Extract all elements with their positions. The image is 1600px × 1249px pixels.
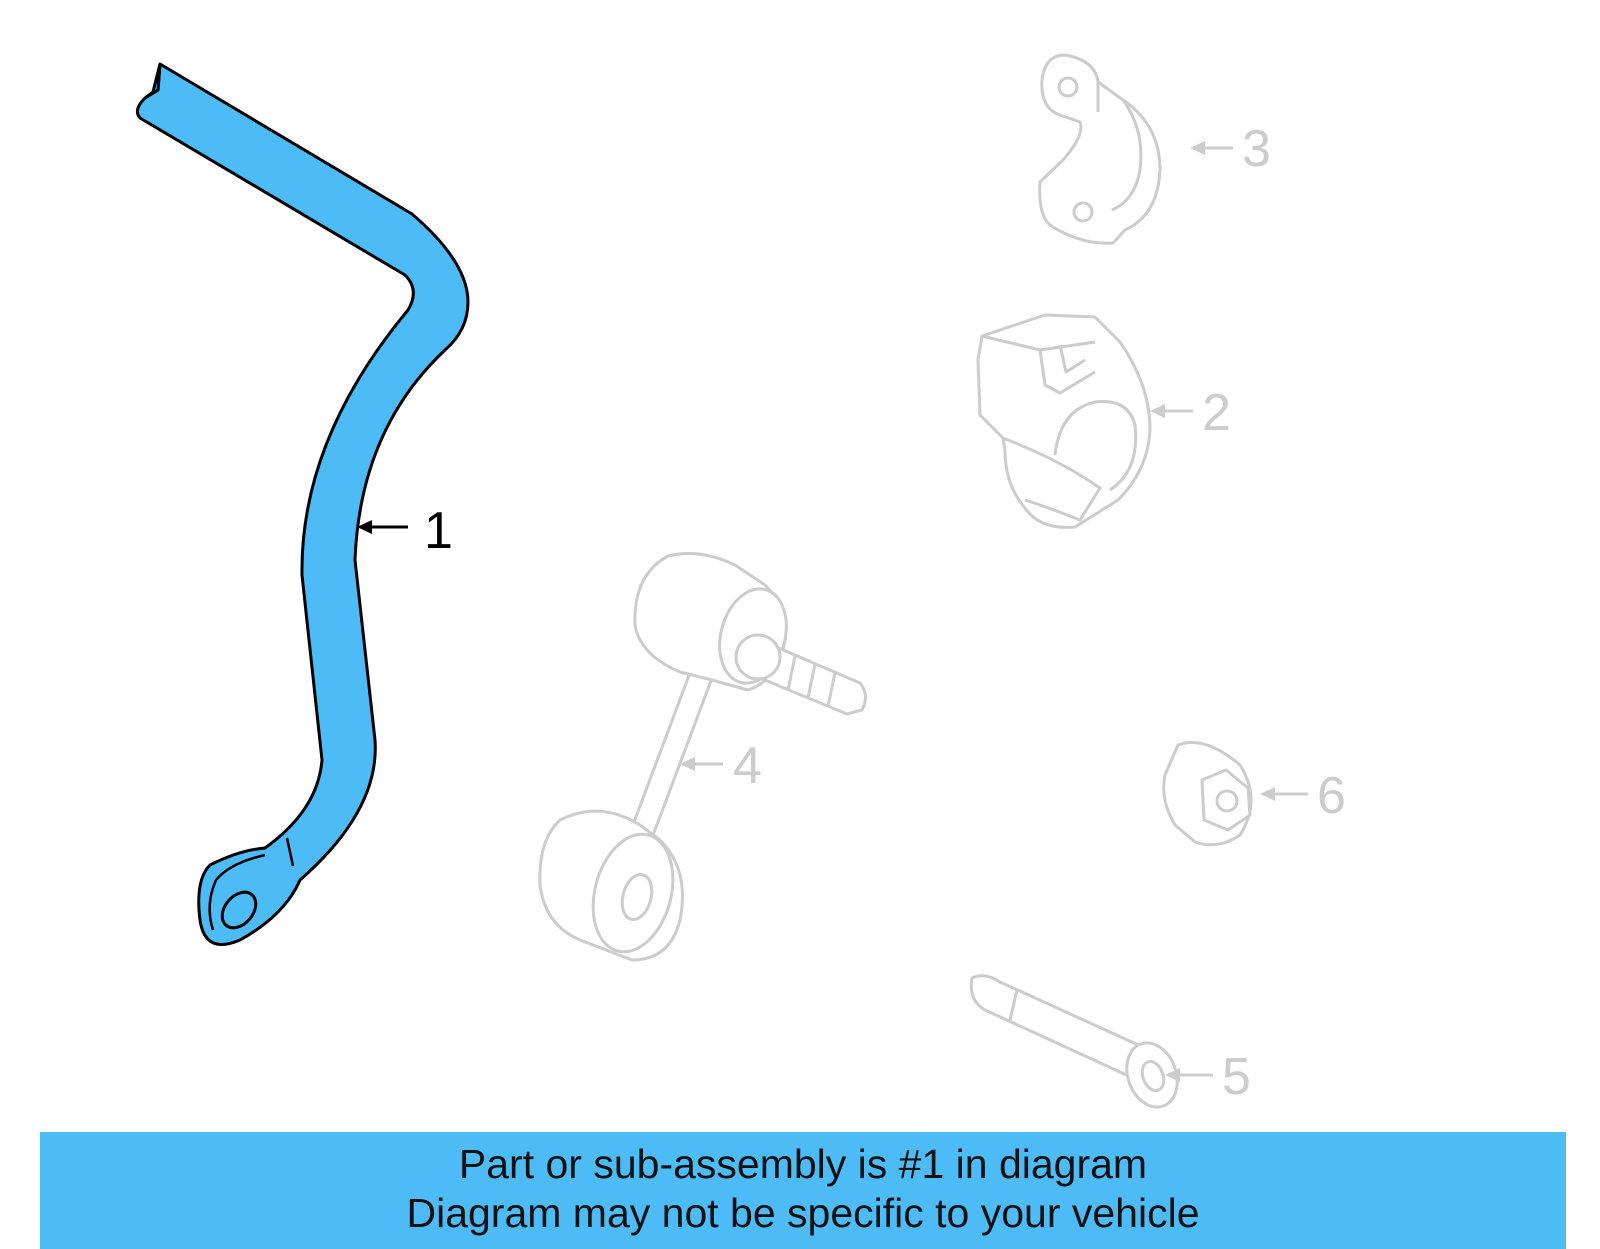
stabilizer-bar-body [135, 62, 470, 946]
bushing-body [976, 313, 1152, 529]
stabilizer-bar-mark [285, 837, 295, 867]
leader-arrow-5 [1165, 1068, 1213, 1082]
bolt-head-inner [1140, 1059, 1166, 1093]
bracket-lower-hole [1072, 201, 1094, 223]
bushing-lower-flap [1002, 436, 1102, 522]
callout-5: 5 [1222, 1048, 1251, 1106]
nut-hole [1215, 789, 1239, 813]
leader-arrow-2 [1150, 404, 1193, 418]
bushing-top-face [981, 334, 1096, 395]
callout-2: 2 [1202, 384, 1231, 442]
bolt-shank [969, 974, 1147, 1080]
stabilizer-bar-eye-hole [220, 890, 258, 930]
part-2-bushing[interactable] [976, 313, 1152, 529]
leader-arrow-3 [1190, 141, 1233, 155]
bracket-inner-curve [1096, 82, 1143, 212]
stabilizer-bar-eye-rim [208, 853, 266, 931]
bushing-slit [1058, 344, 1086, 374]
leader-arrows [357, 141, 1308, 1082]
link-stud-threads [786, 655, 837, 707]
bushing-bore [1053, 399, 1138, 492]
link-lower-bushing-hole [620, 872, 654, 922]
part-4-stabilizer-link[interactable] [538, 551, 867, 962]
leader-arrow-6 [1260, 787, 1308, 801]
callout-6: 6 [1317, 767, 1346, 825]
part-3-bracket[interactable] [1038, 53, 1162, 245]
bracket-upper-hole [1057, 76, 1079, 98]
bolt-thread-line [1008, 989, 1019, 1021]
part-6-nut[interactable] [1162, 741, 1253, 847]
callout-4: 4 [733, 737, 762, 795]
link-stud [753, 638, 867, 716]
part-1-stabilizer-bar[interactable] [135, 62, 470, 946]
info-banner: Part or sub-assembly is #1 in diagram Di… [40, 1132, 1566, 1249]
leader-arrow-4 [680, 757, 723, 771]
callout-3: 3 [1242, 120, 1271, 178]
stabilizer-bar-end-cap [144, 63, 162, 100]
callout-1: 1 [424, 502, 453, 560]
banner-line-1: Part or sub-assembly is #1 in diagram [458, 1141, 1148, 1187]
leader-arrow-1 [357, 520, 408, 534]
link-stud-collar [734, 633, 782, 681]
part-5-bolt[interactable] [969, 974, 1186, 1114]
banner-line-2: Diagram may not be specific to your vehi… [406, 1190, 1200, 1236]
